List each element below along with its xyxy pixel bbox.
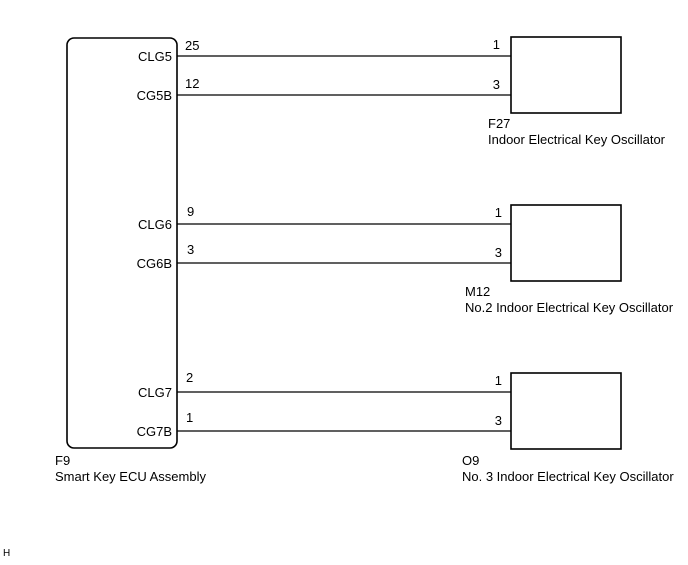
ecu-pin-label: CG7B xyxy=(137,424,172,439)
device-box-o9 xyxy=(510,372,622,450)
ecu-pin-number: 9 xyxy=(187,204,194,219)
device-pin-number: 1 xyxy=(495,205,502,220)
ecu-pin-label: CG5B xyxy=(137,88,172,103)
device-name: Indoor Electrical Key Oscillator xyxy=(488,132,666,147)
device-name: No. 3 Indoor Electrical Key Oscillator xyxy=(462,469,674,484)
ecu-pin-number: 1 xyxy=(186,410,193,425)
ecu-name: Smart Key ECU Assembly xyxy=(55,469,206,484)
device-box-m12 xyxy=(510,204,622,282)
device-pin-number: 1 xyxy=(495,373,502,388)
device-code: M12 xyxy=(465,284,490,299)
device-pin-number: 3 xyxy=(495,413,502,428)
ecu-box xyxy=(66,37,178,449)
ecu-pin-number: 25 xyxy=(185,38,199,53)
ecu-pin-number: 2 xyxy=(186,370,193,385)
device-box-f27 xyxy=(510,36,622,114)
ecu-pin-number: 3 xyxy=(187,242,194,257)
device-code: F27 xyxy=(488,116,510,131)
corner-mark: H xyxy=(3,548,10,559)
ecu-pin-label: CLG5 xyxy=(138,49,172,64)
ecu-pin-label: CG6B xyxy=(137,256,172,271)
ecu-pin-label: CLG6 xyxy=(138,217,172,232)
device-code: O9 xyxy=(462,453,479,468)
device-pin-number: 1 xyxy=(493,37,500,52)
ecu-pin-label: CLG7 xyxy=(138,385,172,400)
device-pin-number: 3 xyxy=(493,77,500,92)
device-pin-number: 3 xyxy=(495,245,502,260)
device-name: No.2 Indoor Electrical Key Oscillator xyxy=(465,300,674,315)
ecu-code: F9 xyxy=(55,453,70,468)
ecu-pin-number: 12 xyxy=(185,76,199,91)
